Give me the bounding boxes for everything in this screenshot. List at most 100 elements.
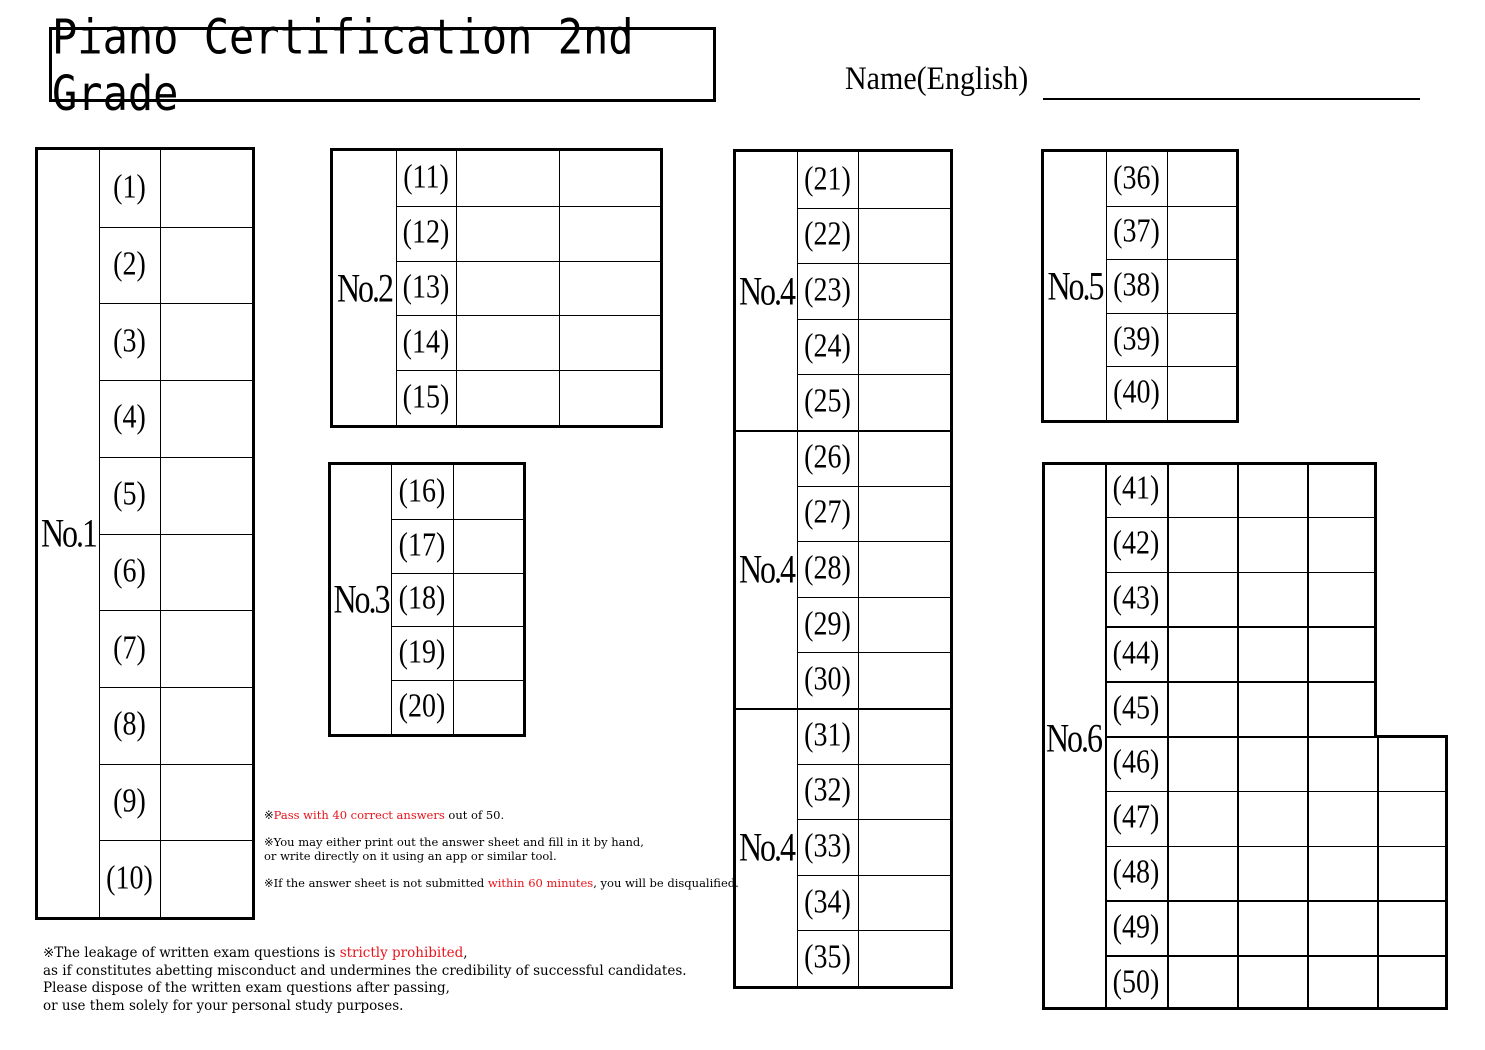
- answer-cell[interactable]: [858, 597, 950, 653]
- answer-cell[interactable]: [559, 261, 660, 316]
- answer-cell[interactable]: [456, 261, 559, 316]
- question-number: (45): [1112, 689, 1160, 727]
- answer-cell[interactable]: [858, 875, 950, 931]
- section-6-label: No.6: [1045, 714, 1103, 760]
- answer-cell[interactable]: [858, 930, 950, 986]
- answer-cell[interactable]: [160, 150, 252, 227]
- grid-line: [1105, 626, 1377, 628]
- grid-line: [1105, 900, 1448, 902]
- answer-cell[interactable]: [858, 430, 950, 486]
- answer-cell[interactable]: [160, 303, 252, 380]
- answer-cell[interactable]: [1167, 900, 1237, 955]
- answer-cell[interactable]: [858, 319, 950, 375]
- answer-cell[interactable]: [1237, 572, 1307, 627]
- answer-cell[interactable]: [160, 610, 252, 687]
- answer-cell[interactable]: [160, 227, 252, 304]
- answer-cell[interactable]: [858, 263, 950, 319]
- answer-cell[interactable]: [1167, 572, 1237, 627]
- answer-cell[interactable]: [1167, 313, 1236, 367]
- answer-cell[interactable]: [559, 315, 660, 370]
- answer-cell[interactable]: [858, 486, 950, 542]
- answer-cell[interactable]: [1377, 791, 1448, 846]
- answer-cell[interactable]: [1237, 517, 1307, 572]
- row-divider: [797, 652, 950, 654]
- answer-cell[interactable]: [1167, 736, 1237, 791]
- answer-cell[interactable]: [858, 652, 950, 708]
- answer-cell[interactable]: [1307, 736, 1377, 791]
- grid-line: [1105, 681, 1377, 683]
- answer-cell[interactable]: [1377, 846, 1448, 901]
- section-4a-label: No.4: [738, 267, 796, 313]
- answer-cell[interactable]: [453, 519, 523, 573]
- answer-cell[interactable]: [456, 206, 559, 261]
- answer-cell[interactable]: [160, 457, 252, 534]
- name-input-line[interactable]: [1043, 98, 1420, 100]
- row-divider: [99, 380, 252, 382]
- answer-cell[interactable]: [453, 573, 523, 627]
- answer-cell[interactable]: [858, 374, 950, 430]
- answer-cell[interactable]: [1377, 955, 1448, 1010]
- row-divider: [1106, 366, 1236, 368]
- question-number: (49): [1112, 908, 1160, 946]
- answer-cell[interactable]: [453, 680, 523, 734]
- answer-cell[interactable]: [1237, 791, 1307, 846]
- answer-cell[interactable]: [1307, 681, 1377, 736]
- answer-cell[interactable]: [1167, 626, 1237, 681]
- answer-cell[interactable]: [1307, 517, 1377, 572]
- answer-cell[interactable]: [1307, 791, 1377, 846]
- answer-cell[interactable]: [1237, 900, 1307, 955]
- row-divider: [396, 260, 660, 262]
- answer-cell[interactable]: [858, 819, 950, 875]
- answer-cell[interactable]: [1307, 846, 1377, 901]
- answer-cell[interactable]: [1167, 517, 1237, 572]
- answer-cell[interactable]: [1237, 462, 1307, 517]
- answer-cell[interactable]: [1377, 900, 1448, 955]
- grid-line: [1377, 736, 1379, 1010]
- answer-cell[interactable]: [1167, 955, 1237, 1010]
- answer-cell[interactable]: [1377, 736, 1448, 791]
- row-divider: [797, 763, 950, 765]
- question-number: (39): [1113, 320, 1160, 358]
- answer-cell[interactable]: [1307, 626, 1377, 681]
- answer-cell[interactable]: [160, 534, 252, 611]
- answer-cell[interactable]: [1167, 846, 1237, 901]
- answer-cell[interactable]: [559, 206, 660, 261]
- answer-cell[interactable]: [160, 380, 252, 457]
- answer-cell[interactable]: [453, 465, 523, 519]
- answer-cell[interactable]: [1307, 572, 1377, 627]
- answer-cell[interactable]: [160, 764, 252, 841]
- answer-cell[interactable]: [858, 152, 950, 208]
- answer-cell[interactable]: [1167, 206, 1236, 260]
- answer-cell[interactable]: [1237, 736, 1307, 791]
- answer-cell[interactable]: [858, 708, 950, 764]
- answer-cell[interactable]: [1167, 259, 1236, 313]
- answer-cell[interactable]: [1307, 462, 1377, 517]
- answer-cell[interactable]: [160, 687, 252, 764]
- answer-cell[interactable]: [858, 208, 950, 264]
- answer-cell[interactable]: [1307, 955, 1377, 1010]
- answer-cell[interactable]: [160, 840, 252, 917]
- row-divider: [391, 626, 523, 628]
- answer-cell[interactable]: [1167, 462, 1237, 517]
- answer-cell[interactable]: [1237, 626, 1307, 681]
- answer-cell[interactable]: [559, 370, 660, 425]
- answer-cell[interactable]: [1167, 681, 1237, 736]
- answer-cell[interactable]: [1167, 366, 1236, 420]
- answer-cell[interactable]: [1167, 152, 1236, 206]
- answer-cell[interactable]: [1167, 791, 1237, 846]
- answer-cell[interactable]: [1237, 955, 1307, 1010]
- answer-cell[interactable]: [1307, 900, 1377, 955]
- answer-cell[interactable]: [1237, 681, 1307, 736]
- answer-cell[interactable]: [1237, 846, 1307, 901]
- answer-cell[interactable]: [858, 764, 950, 820]
- answer-cell[interactable]: [559, 151, 660, 206]
- answer-cell[interactable]: [456, 370, 559, 425]
- question-number: (18): [398, 580, 446, 618]
- answer-cell[interactable]: [858, 541, 950, 597]
- answer-cell[interactable]: [453, 626, 523, 680]
- answer-cell[interactable]: [456, 315, 559, 370]
- answer-cell[interactable]: [456, 151, 559, 206]
- instructions-notes: ※Pass with 40 correct answers out of 50.…: [264, 808, 739, 890]
- question-number: (43): [1112, 579, 1160, 617]
- question-number: (3): [113, 322, 146, 360]
